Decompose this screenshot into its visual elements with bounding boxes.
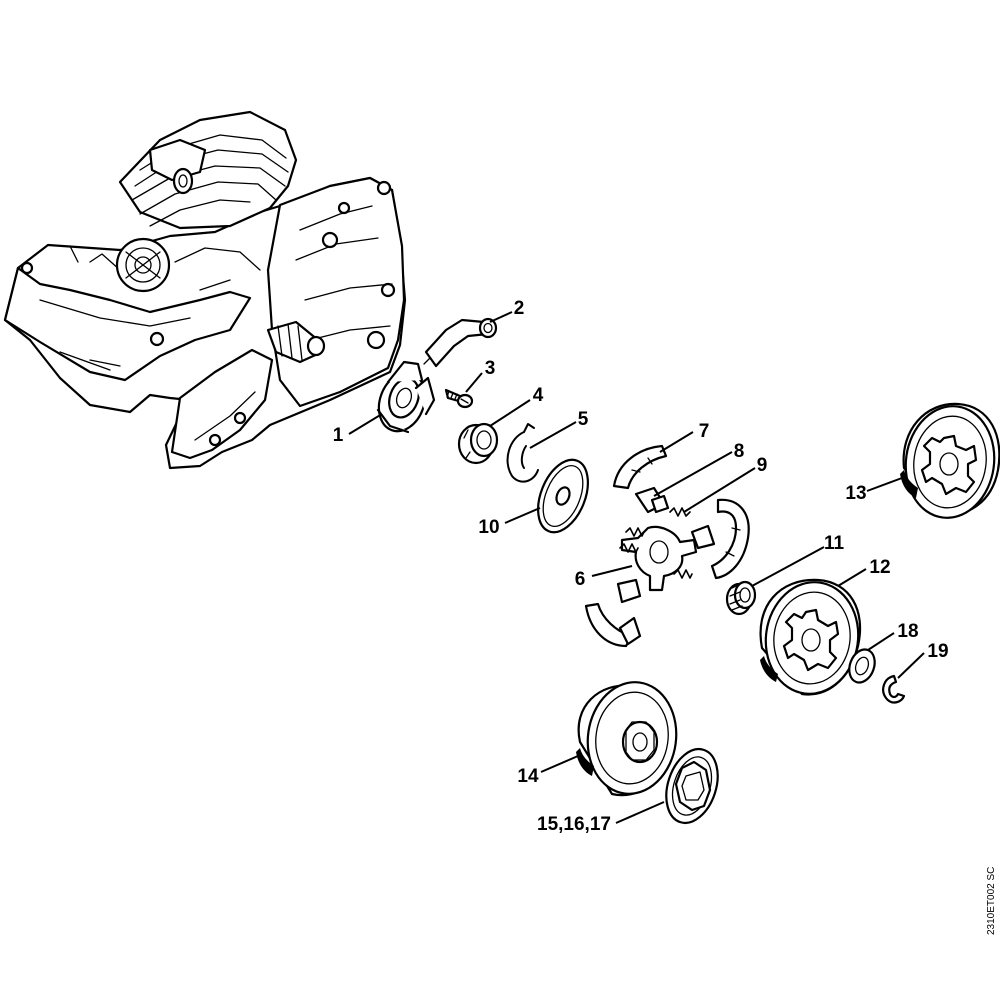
callout-7: 7 [699,421,710,442]
callout-11: 11 [824,533,845,554]
callout-14: 14 [517,766,539,787]
worm-drive [457,422,499,465]
callout-10: 10 [478,517,499,538]
clutch-drum-13 [900,402,1000,519]
engine-housing [3,110,407,470]
callout-1: 1 [333,425,344,446]
washer [848,648,876,684]
callouts: 1 2 3 4 5 6 7 8 9 10 11 12 13 14 15,16,1… [333,298,949,835]
callout-3: 3 [485,358,496,379]
leader-lines [348,311,925,824]
callout-9: 9 [757,455,768,476]
callout-6: 6 [575,569,586,590]
callout-12: 12 [869,557,890,578]
rim-sprocket [665,748,719,824]
callout-5: 5 [578,409,589,430]
clutch-drum-12 [759,578,862,696]
thrust-washer [537,458,589,534]
callout-15-16-17: 15,16,17 [537,814,611,835]
clutch-drum-14 [576,681,678,797]
e-clip [882,674,906,704]
callout-13: 13 [845,483,866,504]
needle-bearing [725,580,757,616]
callout-2: 2 [514,298,525,319]
oil-pump [376,360,436,434]
spring-clip [506,423,539,483]
diagram-reference-code: 2310ET002 SC [986,867,997,935]
callout-8: 8 [734,441,745,462]
callout-19: 19 [927,641,948,662]
callout-4: 4 [533,385,544,406]
callout-18: 18 [897,621,918,642]
screw [444,388,474,409]
clutch-assembly [584,444,750,648]
oil-suction-hose [423,317,498,368]
